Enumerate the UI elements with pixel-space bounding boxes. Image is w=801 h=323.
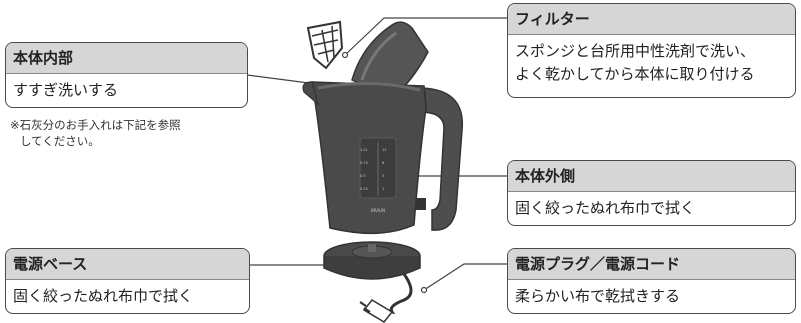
callout-outside-title: 本体外側 bbox=[508, 161, 795, 192]
callout-filter: フィルター スポンジと台所用中性洗剤で洗い、 よく乾かしてから本体に取り付ける bbox=[507, 3, 796, 98]
leader-plug-dot bbox=[420, 286, 428, 294]
leader-plug bbox=[423, 263, 507, 291]
callout-inside: 本体内部 すすぎ洗いする bbox=[5, 42, 248, 108]
gauge-right-2: 6 bbox=[382, 161, 385, 165]
callout-plug-body: 柔らかい布で乾拭きする bbox=[515, 287, 681, 305]
gauge-left-2: 0.75 bbox=[360, 161, 368, 165]
callout-inside-title: 本体内部 bbox=[6, 43, 247, 74]
callout-plug-title: 電源プラグ／電源コード bbox=[508, 249, 795, 280]
callout-base: 電源ベース 固く絞ったぬれ布巾で拭く bbox=[5, 248, 250, 314]
brand-logo: BRAUN bbox=[370, 208, 386, 213]
power-cord bbox=[359, 273, 413, 323]
kettle-body bbox=[302, 21, 463, 235]
gauge-right-1: 12 bbox=[382, 148, 387, 152]
gauge-right: 12 6 3 1 bbox=[382, 144, 396, 196]
callout-filter-title: フィルター bbox=[508, 4, 795, 35]
callout-outside: 本体外側 固く絞ったぬれ布巾で拭く bbox=[507, 160, 796, 226]
callout-outside-body: 固く絞ったぬれ布巾で拭く bbox=[515, 199, 696, 217]
maintenance-note: ※石灰分のお手入れは下記を参照 してください。 bbox=[10, 117, 181, 149]
gauge-left-1: 1.0L bbox=[360, 148, 368, 152]
gauge-right-3: 3 bbox=[382, 174, 385, 178]
note-line-1: ※石灰分のお手入れは下記を参照 bbox=[10, 118, 181, 132]
filter-part bbox=[306, 20, 344, 70]
callout-plug: 電源プラグ／電源コード 柔らかい布で乾拭きする bbox=[507, 248, 796, 314]
gauge-right-4: 1 bbox=[382, 187, 385, 191]
callout-filter-body: スポンジと台所用中性洗剤で洗い、 よく乾かしてから本体に取り付ける bbox=[508, 35, 795, 91]
note-line-2: してください。 bbox=[20, 134, 100, 148]
callout-filter-line-2: よく乾かしてから本体に取り付ける bbox=[515, 65, 755, 83]
callout-base-body: 固く絞ったぬれ布巾で拭く bbox=[13, 287, 194, 305]
leader-filter-dot bbox=[341, 51, 349, 59]
callout-base-title: 電源ベース bbox=[6, 249, 249, 280]
callout-filter-line-1: スポンジと台所用中性洗剤で洗い、 bbox=[515, 42, 756, 60]
gauge-left: 1.0L 0.75 0.5 0.25 bbox=[360, 144, 378, 196]
gauge-left-4: 0.25 bbox=[360, 187, 368, 191]
power-base bbox=[323, 241, 421, 280]
leader-filter bbox=[344, 17, 512, 56]
callout-inside-body: すすぎ洗いする bbox=[13, 81, 119, 99]
gauge-left-3: 0.5 bbox=[360, 174, 366, 178]
